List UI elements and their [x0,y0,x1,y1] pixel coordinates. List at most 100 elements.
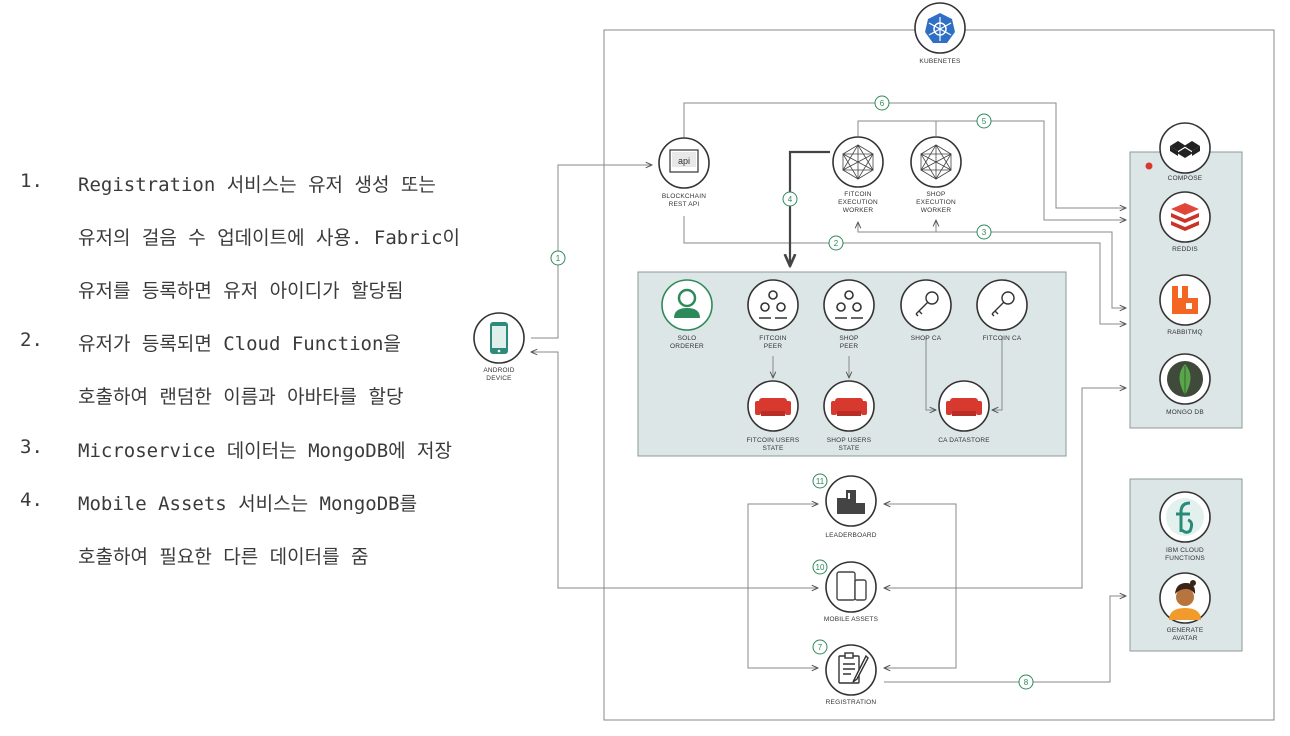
clipboard-icon [838,652,869,684]
connector-step-4 [790,150,830,266]
mobile-assets-node: MOBILE ASSETS [824,561,879,623]
ca-datastore-label: CA DATASTORE [938,437,990,444]
compose-label: COMPOSE [1168,175,1203,182]
svg-text:8: 8 [1024,678,1029,687]
user-icon [674,288,700,318]
redis-node: REDDIS [1159,191,1211,253]
note-2-number: 2. [20,329,43,351]
notes-panel: 1. Registration 서비스는 유저 생성 또는 유저의 걸음 수 업… [0,0,520,736]
mobile-assets-label: MOBILE ASSETS [824,616,879,623]
couch-db-icon [831,398,867,416]
redis-label: REDDIS [1172,246,1198,253]
svg-text:4: 4 [788,195,793,204]
connector-android-to-api [531,165,652,339]
step-badge-5: 5 [976,113,992,129]
step-badge-10: 10 [812,559,828,575]
shop-worker-label-3: WORKER [921,207,952,214]
shop-users-state-label-2: STATE [839,445,860,452]
fitcoin-worker-label-1: FITCOIN [844,191,872,198]
generate-avatar-label-1: GENERATE [1167,627,1204,634]
solo-orderer-node: SOLO ORDERER [661,279,713,350]
svg-text:2: 2 [834,239,839,248]
key-icon [991,291,1015,317]
fitcoin-users-state-label-1: FITCOIN USERS [747,437,800,444]
step-badge-3: 3 [976,224,992,240]
network-mesh-icon [920,144,952,180]
network-mesh-icon [842,144,874,180]
api-icon: api [669,149,699,173]
note-2-line-1: 유저가 등록되면 Cloud Function을 [78,333,401,355]
shop-ca-label: SHOP CA [911,335,942,342]
podium-icon [837,490,865,514]
fitcoin-worker-label-3: WORKER [843,207,874,214]
compose-icon [1170,141,1200,158]
android-label-2: DEVICE [486,375,512,382]
generate-avatar-node: GENERATE AVATAR [1159,572,1211,642]
shop-users-state-label-1: SHOP USERS [827,437,872,444]
connector-step-3 [858,222,1090,233]
blockchain-api-label-2: REST API [669,201,700,208]
rabbitmq-node: RABBITMQ [1159,274,1211,336]
svg-text:11: 11 [816,477,825,486]
step-badge-4: 4 [782,191,798,207]
leaderboard-label: LEADERBOARD [825,532,876,539]
kubernetes-label: KUBENETES [919,58,961,65]
fitcoin-users-state-label-2: STATE [763,445,784,452]
step-badge-8: 8 [1018,674,1034,690]
connector-fitcoin-ca-to-datastore [992,336,1003,410]
connector-shop-ca-to-datastore [925,336,936,410]
svg-text:7: 7 [818,643,823,652]
registration-node: REGISTRATION [825,644,877,706]
shop-worker-label-2: EXECUTION [916,199,956,206]
fitcoin-peer-label-1: FITCOIN [759,335,787,342]
note-1-line-1: Registration 서비스는 유저 생성 또는 [78,174,436,196]
ibm-functions-node: IBM CLOUD FUNCTIONS [1159,491,1211,562]
shop-worker-node: SHOP EXECUTION WORKER [910,136,962,214]
note-4-number: 4. [20,489,43,511]
android-device-node: ANDROID DEVICE [473,312,525,382]
shop-peer-label-2: PEER [840,343,859,350]
note-3-line-1: Microservice 데이터는 MongoDB에 저장 [78,440,453,462]
mongodb-label: MONGO DB [1166,409,1204,416]
connector-api-to-rabbitmq [1090,231,1126,308]
status-dot [1145,162,1153,170]
note-4-line-1: Mobile Assets 서비스는 MongoDB를 [78,493,418,515]
svg-text:1: 1 [556,254,561,263]
rabbitmq-icon [1172,286,1198,314]
connector-step-6 [683,102,1126,208]
phone-icon [490,322,508,354]
peers-group-icon [835,290,863,319]
blockchain-api-node: api BLOCKCHAIN REST API [658,137,710,208]
api-icon-text: api [678,156,690,166]
key-icon [915,291,939,317]
step-badge-11: 11 [812,473,828,489]
couch-db-icon [755,398,791,416]
fitcoin-peer-label-2: PEER [764,343,783,350]
generate-avatar-label-2: AVATAR [1172,635,1197,642]
svg-text:6: 6 [880,99,885,108]
note-2-line-2: 호출하여 랜덤한 이름과 아바타를 할당 [78,386,404,408]
note-1-line-2: 유저의 걸음 수 업데이트에 사용. Fabric이 [78,227,460,249]
step-badge-2: 2 [828,235,844,251]
step-badge-6: 6 [874,95,890,111]
solo-orderer-label-2: ORDERER [670,343,704,350]
note-1-number: 1. [20,170,43,192]
compose-node: COMPOSE [1145,122,1211,182]
connector-step-8 [884,596,1126,683]
leaderboard-node: LEADERBOARD [825,475,877,539]
shop-peer-label-1: SHOP [839,335,858,342]
note-3-number: 3. [20,436,43,458]
avatar-icon [1169,580,1201,620]
mongodb-node: MONGO DB [1159,353,1211,416]
functions-icon [1166,498,1204,536]
svg-text:3: 3 [982,228,987,237]
devices-icon [836,571,867,601]
android-label-1: ANDROID [483,367,514,374]
connector-left-loop [747,504,818,668]
fitcoin-ca-label: FITCOIN CA [983,335,1022,342]
peers-group-icon [759,290,787,319]
ca-datastore-node: CA DATASTORE [938,380,990,444]
svg-text:5: 5 [982,117,987,126]
fitcoin-worker-node: FITCOIN EXECUTION WORKER [832,136,884,214]
